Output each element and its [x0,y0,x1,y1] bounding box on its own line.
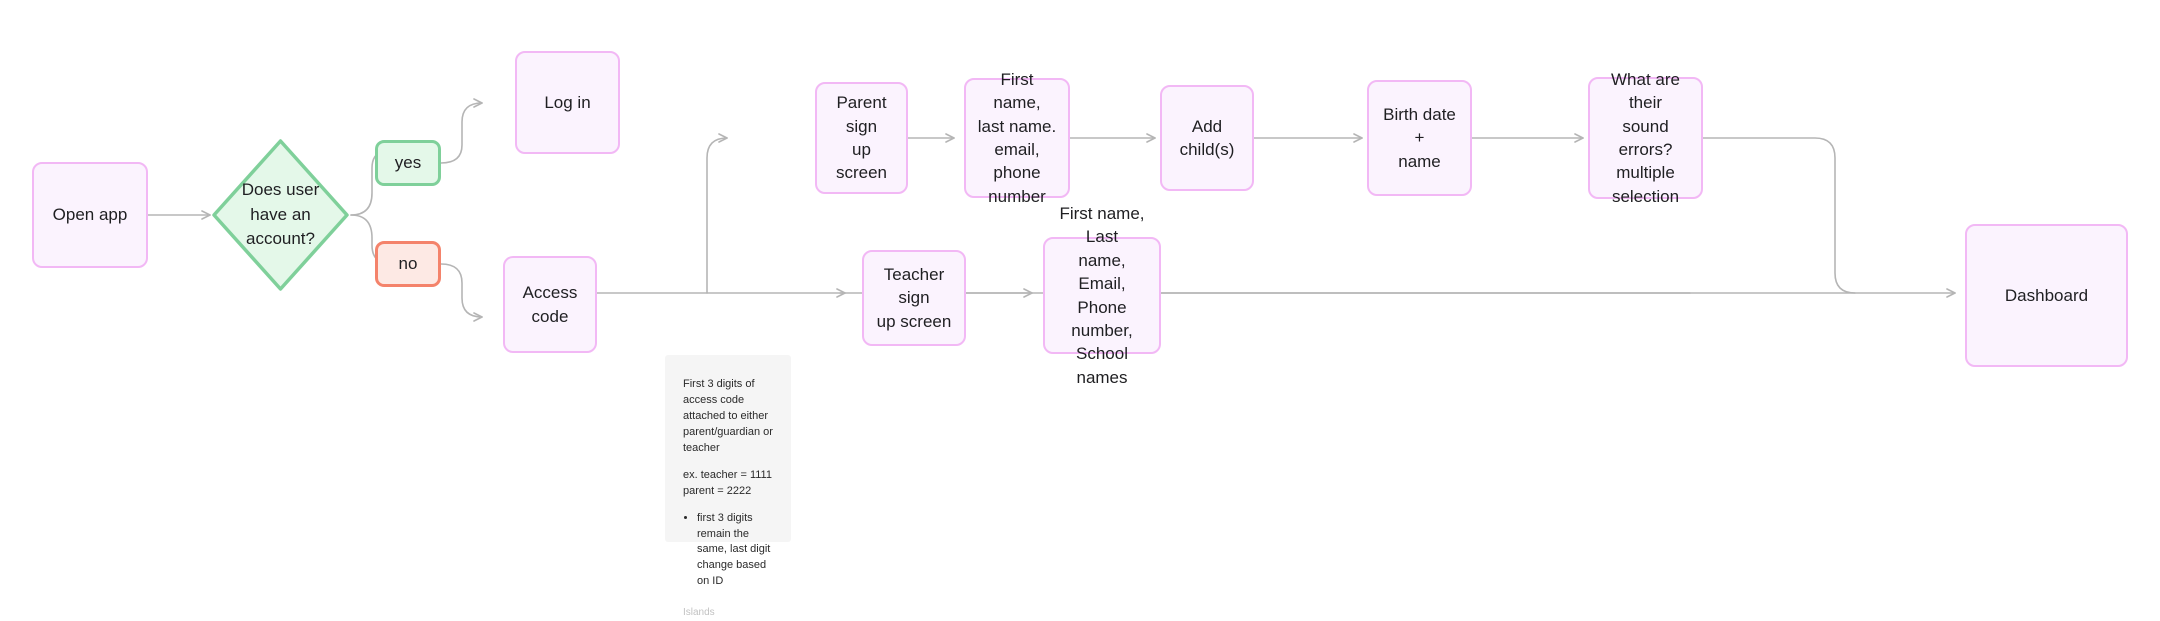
node-log-in[interactable]: Log in [515,51,620,154]
node-no-label: no [398,254,418,274]
node-add-children-label: Add child(s) [1179,116,1235,159]
node-access-code[interactable]: Access code [503,256,597,353]
sticky-note-paragraph-2: ex. teacher = 1111 parent = 2222 [683,468,773,500]
sticky-note-bullet-list: first 3 digits remain the same, last dig… [683,511,773,591]
node-dashboard[interactable]: Dashboard [1965,224,2128,367]
node-open-app[interactable]: Open app [32,162,148,268]
sticky-note-access-code[interactable]: First 3 digits of access code attached t… [665,355,791,618]
node-parent-sign-up-screen-label: Parent sign up screen [835,93,888,183]
node-parent-sign-up-screen[interactable]: Parent sign up screen [815,82,908,194]
node-yes[interactable]: yes [375,140,441,186]
node-yes-label: yes [394,153,422,173]
node-birth-date[interactable]: Birth date + name [1367,80,1472,196]
sticky-note-author: Islands [683,607,715,619]
node-no[interactable]: no [375,241,441,287]
node-does-user-have-account[interactable]: Does user have an account? [210,137,351,293]
edge-no-to-accesscode [440,263,483,322]
node-parent-fields-label: First name, last name. email, phone numb… [977,69,1057,206]
node-teacher-sign-up-screen[interactable]: Teacher sign up screen [862,250,966,346]
node-sound-errors[interactable]: What are their sound errors? multiple se… [1588,70,1703,206]
node-birth-date-label: Birth date + name [1383,104,1456,171]
node-open-app-label: Open app [52,205,128,225]
list-item: first 3 digits remain the same, last dig… [697,511,773,591]
edge-sounderrors-to-dashboard [1702,137,1856,294]
node-sound-errors-label: What are their sound errors? multiple se… [1611,69,1680,206]
sticky-note-paragraph-1: First 3 digits of access code attached t… [683,378,773,454]
node-parent-fields[interactable]: First name, last name. email, phone numb… [964,70,1070,206]
edge-accesscode-to-parent [706,133,728,294]
node-teacher-fields[interactable]: First name, Last name, Email, Phone numb… [1043,204,1161,387]
node-dashboard-label: Dashboard [2004,285,2089,305]
node-teacher-fields-label: First name, Last name, Email, Phone numb… [1059,203,1145,387]
flowchart-canvas: Open app Does user have an account? yes … [0,0,2160,600]
node-log-in-label: Log in [544,92,591,112]
diamond-shape [212,139,349,291]
sticky-note-example-teacher: ex. teacher = 1111 [683,468,772,481]
node-does-user-have-account-label: Does user have an account? [241,180,320,249]
node-teacher-sign-up-screen-label: Teacher sign up screen [876,264,952,331]
node-add-children[interactable]: Add child(s) [1160,85,1254,191]
node-access-code-label: Access code [522,283,578,326]
edge-yes-to-login [440,98,483,164]
sticky-note-example-parent: parent = 2222 [683,484,752,497]
